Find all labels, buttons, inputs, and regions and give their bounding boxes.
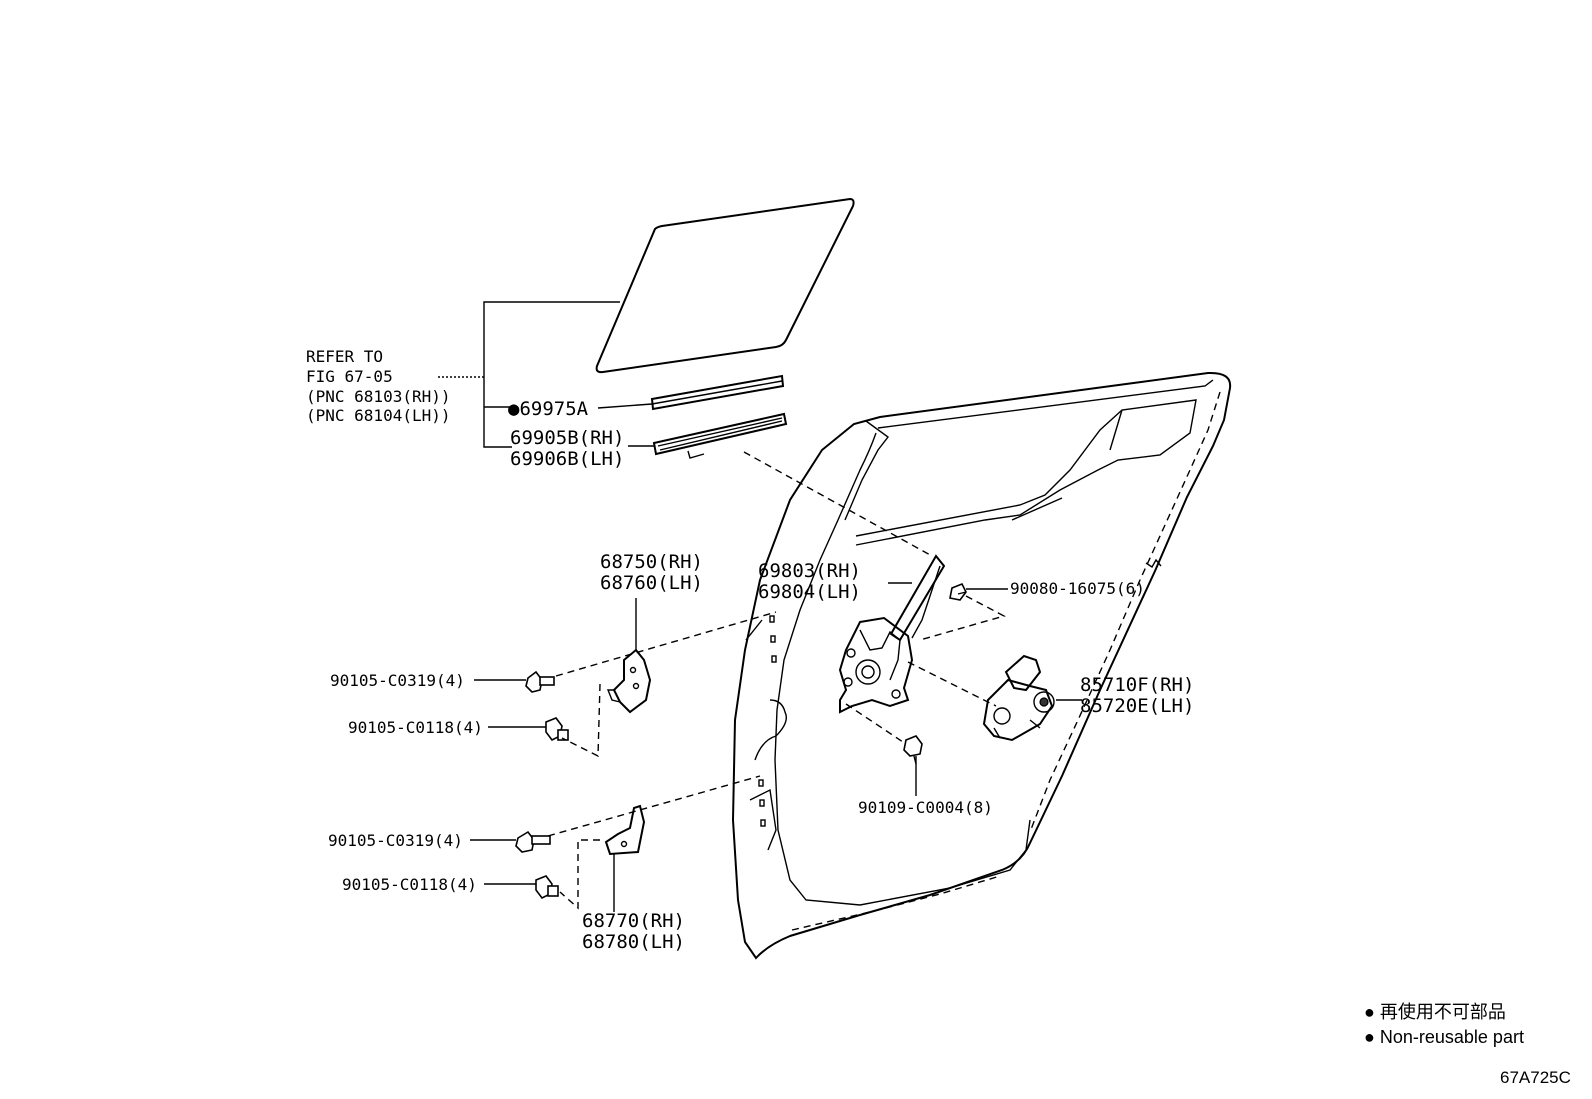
- label-68770: 68770(RH): [582, 910, 685, 932]
- label-90080: 90080-16075(6): [1010, 579, 1145, 598]
- lower-hinge-bracket: [604, 804, 646, 912]
- refer-line-1: REFER TO: [306, 347, 383, 366]
- label-85720e: 85720E(LH): [1080, 695, 1194, 717]
- legend-japanese: ● 再使用不可部品: [1364, 1002, 1506, 1022]
- label-68780: 68780(LH): [582, 931, 685, 953]
- label-68760: 68760(LH): [600, 572, 703, 594]
- refer-bracket: [438, 301, 654, 448]
- door-panel: [731, 371, 1232, 960]
- refer-line-2: FIG 67-05: [306, 367, 393, 386]
- assembly-lines: [547, 451, 1006, 910]
- label-85710f: 85710F(RH): [1080, 674, 1194, 696]
- bolt-90105-c0319-a: [525, 670, 555, 693]
- label-90109: 90109-C0004(8): [858, 798, 993, 817]
- refer-line-3: (PNC 68103(RH)): [306, 387, 451, 406]
- upper-hinge-bracket: [606, 598, 652, 714]
- glass-run-channel: [650, 374, 785, 411]
- label-68750: 68750(RH): [600, 551, 703, 573]
- legend-non-reusable-part: ● Non-reusable part: [1364, 1027, 1524, 1047]
- label-90105-c0319-b: 90105-C0319(4): [328, 831, 463, 850]
- figure-code: 67A725C: [1500, 1068, 1571, 1087]
- bolt-90109: [903, 735, 923, 765]
- bolt-90105-c0118-b: [535, 875, 559, 900]
- label-69906b: 69906B(LH): [510, 448, 624, 470]
- label-90105-c0118-a: 90105-C0118(4): [348, 718, 483, 737]
- door-glass: [595, 197, 855, 374]
- refer-note: REFER TO FIG 67-05 (PNC 68103(RH)) (PNC …: [306, 347, 451, 425]
- legend: ● 再使用不可部品 ● Non-reusable part: [1364, 1002, 1524, 1047]
- bolt-90080: [949, 582, 967, 601]
- glass-channel-strip: [652, 412, 788, 459]
- refer-line-4: (PNC 68104(LH)): [306, 406, 451, 425]
- label-69975a: ●69975A: [508, 398, 589, 420]
- label-69804: 69804(LH): [758, 581, 861, 603]
- bolt-90105-c0319-b: [515, 830, 551, 853]
- label-69905b: 69905B(RH): [510, 427, 624, 449]
- leader-lines: [470, 679, 546, 885]
- label-90105-c0118-b: 90105-C0118(4): [342, 875, 477, 894]
- window-regulator: [838, 554, 946, 714]
- label-90105-c0319-a: 90105-C0319(4): [330, 671, 465, 690]
- bolt-90105-c0118-a: [545, 717, 569, 742]
- regulator-motor: [982, 654, 1082, 742]
- label-69803: 69803(RH): [758, 560, 861, 582]
